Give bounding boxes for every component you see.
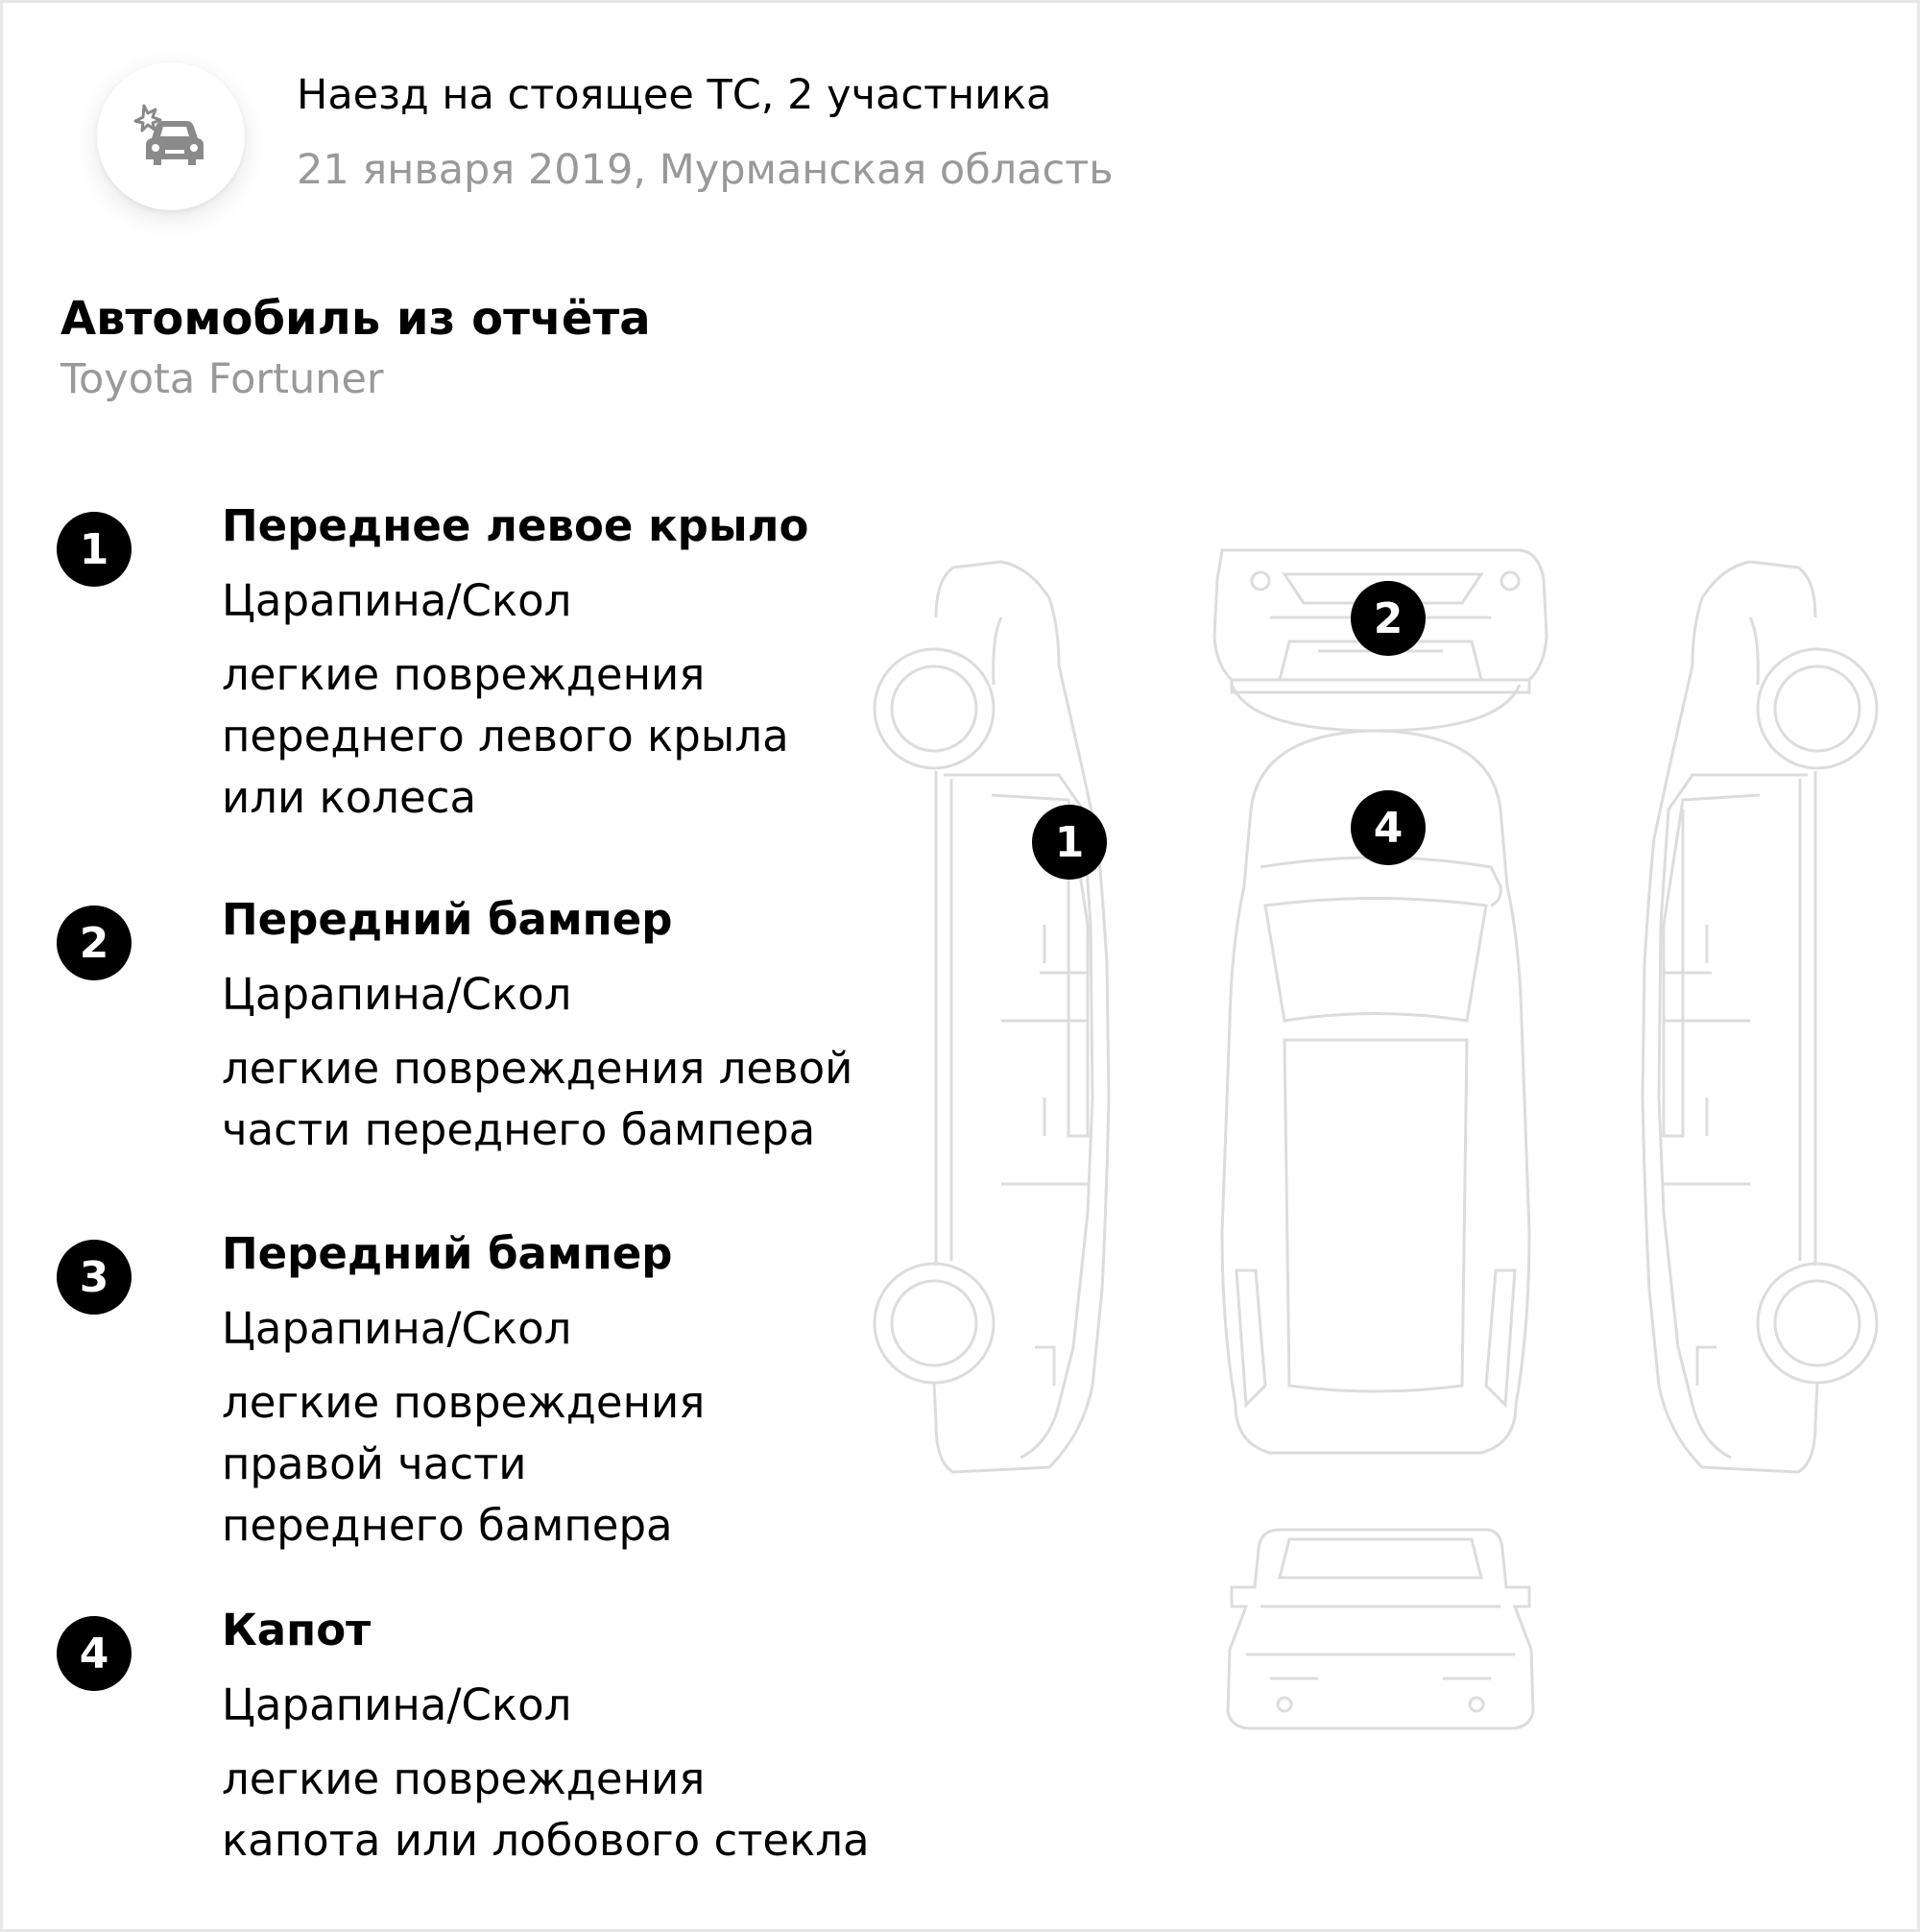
diagram-marker-2[interactable]: 2 (1351, 581, 1426, 656)
vehicle-section-title: Автомобиль из отчёта (60, 292, 651, 346)
damage-type: Царапина/Скол (222, 575, 572, 626)
incident-title: Наезд на стоящее ТС, 2 участника (297, 71, 1052, 119)
incident-date-location: 21 января 2019, Мурманская область (297, 146, 1114, 194)
car-top-view (1220, 684, 1531, 1455)
damage-description: легкие повреждения переднего левого крыл… (222, 649, 789, 823)
car-crash-icon (133, 104, 204, 165)
incident-icon-circle (97, 62, 245, 210)
damage-part: Передний бампер (222, 1228, 673, 1279)
damage-number-badge: 4 (57, 1616, 132, 1691)
vehicle-model: Toyota Fortuner (60, 355, 384, 403)
damage-part: Капот (222, 1605, 372, 1655)
car-right-side-view (1641, 560, 1879, 1474)
car-rear-view (1226, 1528, 1535, 1730)
damage-type: Царапина/Скол (222, 1303, 572, 1354)
damage-number-badge: 1 (57, 512, 132, 587)
damage-description: легкие повреждения капота или лобового с… (222, 1753, 870, 1866)
damage-number-badge: 3 (57, 1240, 132, 1315)
damage-part: Передний бампер (222, 894, 673, 945)
diagram-marker-1[interactable]: 1 (1032, 805, 1107, 880)
damage-part: Переднее левое крыло (222, 500, 809, 551)
damage-type: Царапина/Скол (222, 1679, 572, 1730)
damage-number-badge: 2 (57, 906, 132, 980)
car-left-side-view (873, 560, 1111, 1474)
damage-description: легкие повреждения левой части переднего… (222, 1043, 853, 1155)
damage-description: легкие повреждения правой части переднег… (222, 1377, 706, 1551)
diagram-marker-4[interactable]: 4 (1351, 790, 1426, 865)
damage-type: Царапина/Скол (222, 969, 572, 1020)
car-damage-diagram: 1 2 4 (867, 521, 1884, 1751)
